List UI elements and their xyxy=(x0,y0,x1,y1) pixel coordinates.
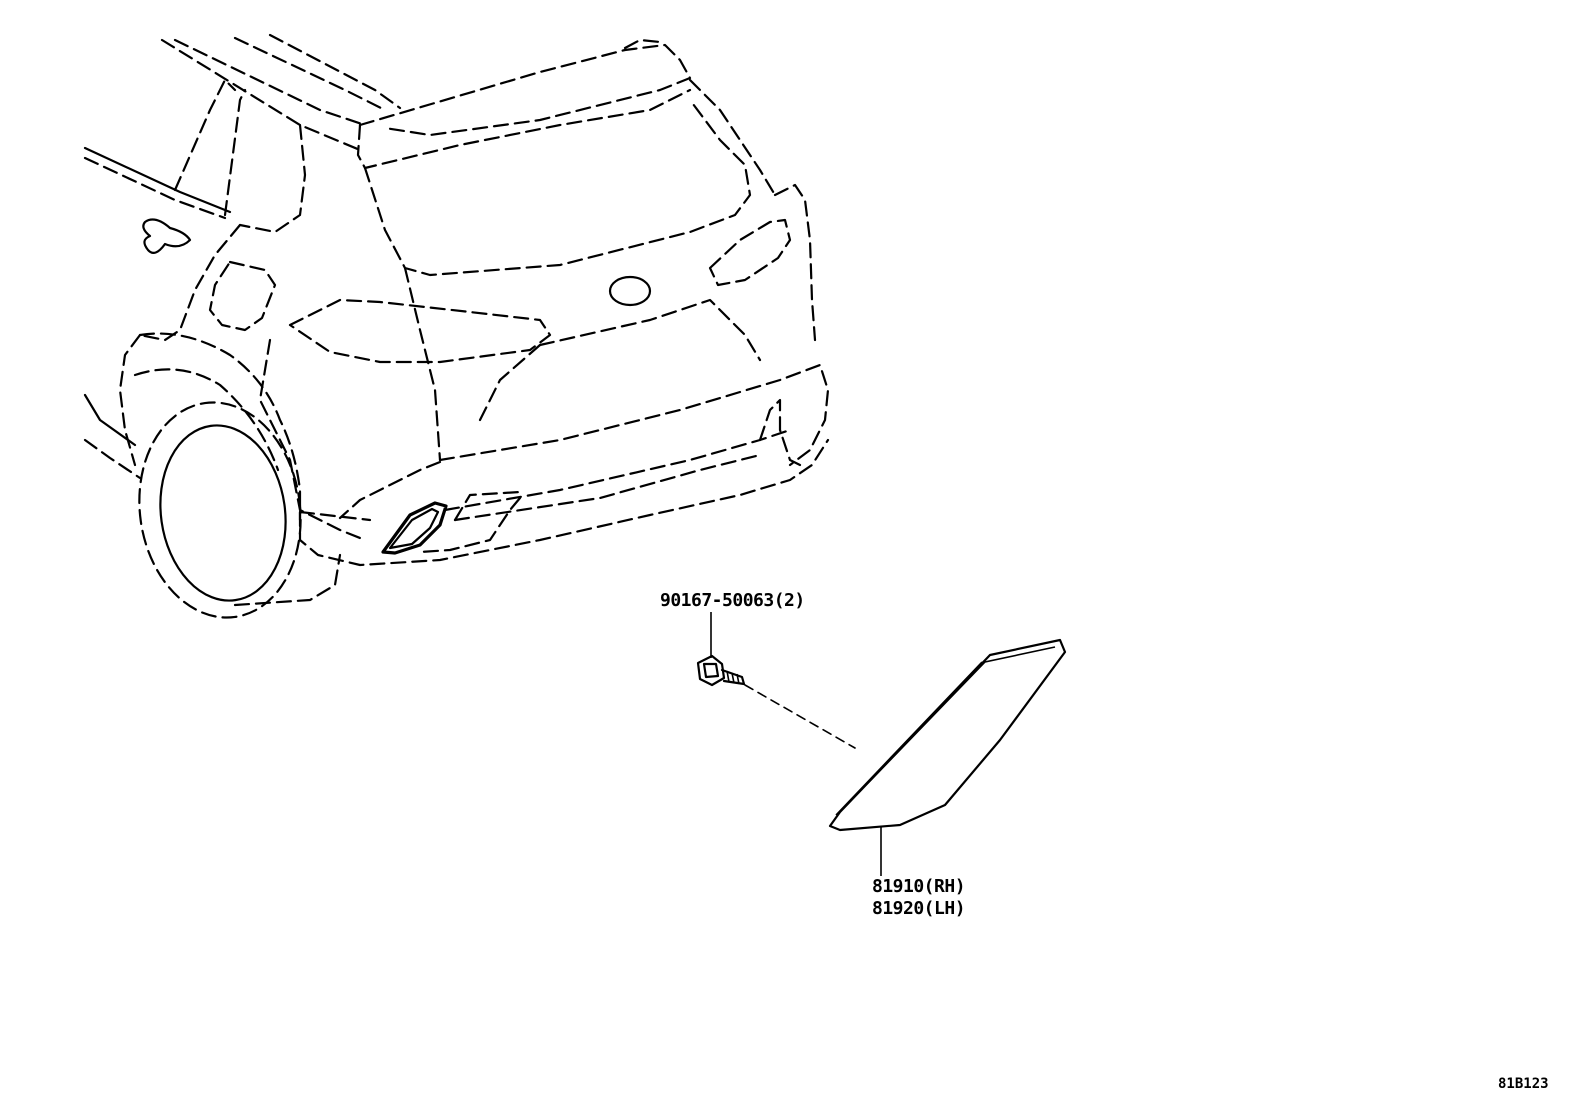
figure-code: 81B123 xyxy=(1498,1076,1549,1092)
reflector-location-highlight xyxy=(381,501,448,555)
screw-icon xyxy=(696,612,856,749)
vehicle-outline xyxy=(83,33,830,619)
reflector-lh-part-number: 81920(LH) xyxy=(872,898,966,919)
reflector-rh-part-number: 81910(RH) xyxy=(872,876,966,897)
reflector-part xyxy=(828,638,1067,876)
screw-part-number: 90167-50063(2) xyxy=(660,590,805,611)
